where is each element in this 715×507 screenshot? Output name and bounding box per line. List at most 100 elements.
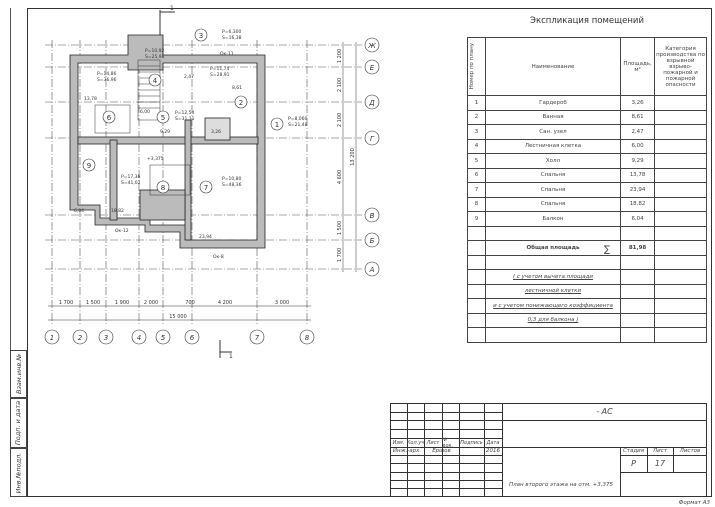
table-row-note: 0,3 для балкона ) — [467, 312, 707, 328]
room-markers: 1 2 3 4 5 6 7 8 9 — [82, 28, 284, 194]
cell-category — [654, 153, 707, 169]
sheet-value: 17 — [654, 459, 666, 468]
cell-name: Лестничная клетка — [484, 138, 622, 154]
grid-line — [620, 455, 707, 456]
col-header: Подпись — [460, 439, 483, 446]
area-label: 23,94 — [199, 234, 212, 240]
perimeter: P=12,54 — [175, 110, 195, 116]
dim-label: 3 000 — [275, 300, 289, 306]
grid-line — [390, 447, 502, 448]
col-header: Изм. — [392, 439, 405, 446]
dim-label: 700 — [185, 300, 195, 306]
cell-area: 23,94 — [620, 182, 656, 198]
axis-label: Г — [370, 135, 375, 143]
axis-label: 3 — [104, 334, 108, 342]
dim-label: 1 900 — [115, 300, 129, 306]
dim-label: 1 200 — [337, 49, 343, 63]
room-number: 7 — [204, 184, 208, 192]
explication-title: Экспликация помещений — [530, 16, 644, 26]
perimeter: P=10,80 — [222, 176, 242, 182]
axis-label: 5 — [161, 334, 166, 342]
project-code: - АС — [596, 407, 613, 416]
cell-name: Спальня — [484, 196, 622, 212]
area-sum: S=25,98 — [145, 54, 165, 60]
cell-area: 18,82 — [620, 196, 656, 212]
grid-line — [390, 472, 502, 473]
dim-total: 13 200 — [350, 148, 356, 166]
area-label: 6,00 — [140, 109, 150, 115]
grid-line — [647, 447, 648, 472]
perimeter: P=11,74 — [210, 66, 230, 72]
grid-line — [620, 472, 707, 474]
cell-num: 4 — [467, 138, 486, 154]
room-number: 3 — [199, 32, 203, 40]
sheet-label: Лист — [653, 448, 667, 454]
area-sum: S=31,11 — [175, 116, 195, 122]
cell-category — [654, 138, 707, 154]
grid-line — [424, 403, 425, 497]
axis-label: Ж — [367, 42, 376, 50]
axis-label: 2 — [78, 334, 83, 342]
cell-category — [654, 95, 707, 111]
axis-label: Б — [370, 237, 375, 245]
grid-line — [390, 455, 502, 456]
cell-area: 8,61 — [620, 109, 656, 125]
header-category: Категория производства по взрывной взрыв… — [654, 37, 707, 96]
dim-label: 2 000 — [144, 300, 158, 306]
cell-name: Холл — [484, 153, 622, 169]
stamp-sign-date: Подп. и дата — [10, 398, 27, 448]
grid-line — [390, 429, 502, 430]
area-sum: S=48,36 — [222, 182, 242, 188]
stamp-replaced-inv: Взам.инв.№ — [10, 350, 27, 398]
area-sum: S=21,48 — [288, 122, 308, 128]
axis-label: 4 — [137, 334, 141, 342]
cell-name: Сан. узел — [484, 124, 622, 140]
perimeter: P=17,36 — [121, 174, 141, 180]
window-label: Ок-11 — [220, 51, 234, 57]
cell-category — [654, 211, 707, 227]
stamp-label: Инв.№подл. — [14, 452, 23, 493]
cell-area: 6,00 — [620, 138, 656, 154]
area-sum: S=41,02 — [121, 180, 141, 186]
cell-num: 8 — [467, 196, 486, 212]
note-line: 0,3 для балкона ) — [484, 312, 622, 328]
area-sum: S=28,91 — [210, 72, 230, 78]
grid-line — [390, 488, 502, 489]
title-block — [390, 403, 707, 497]
axis-label: 8 — [305, 334, 310, 342]
cell-name: Ванная — [484, 109, 622, 125]
grid-line — [502, 420, 707, 422]
cell-name: Спальня — [484, 182, 622, 198]
area-labels: 13,78 6,00 2,47 8,61 9,29 3,26 6,04 18,8… — [74, 51, 242, 260]
cell-num: 2 — [467, 109, 486, 125]
dim-labels-x: 1 700 1 500 1 900 2 000 700 4 200 3 000 … — [59, 300, 289, 320]
cell-num: 5 — [467, 153, 486, 169]
cell-area: 2,47 — [620, 124, 656, 140]
room-number: 8 — [161, 184, 165, 192]
stamp-label: Подп. и дата — [14, 400, 23, 446]
table-row-empty — [467, 327, 707, 343]
section-mark-bottom: 1 — [229, 353, 233, 360]
note-line: и с учетом понижающего коэффициента — [484, 298, 622, 314]
author: Ершов — [432, 448, 451, 454]
perimeter: P=8,060 — [288, 116, 308, 122]
sum-icon: ∑ — [604, 244, 611, 255]
axis-label: 1 — [50, 334, 54, 342]
dim-label: 1 500 — [86, 300, 100, 306]
area-sum: S=16,38 — [222, 35, 242, 41]
area-label: 9,29 — [160, 129, 170, 135]
cell-category — [654, 167, 707, 183]
room-number: 2 — [239, 99, 243, 107]
cell-num: 6 — [467, 167, 486, 183]
dim-label: 2 100 — [337, 78, 343, 92]
col-header: Кол.уч — [406, 439, 425, 446]
area-label: 3,26 — [211, 129, 221, 135]
room-number: 6 — [107, 114, 112, 122]
